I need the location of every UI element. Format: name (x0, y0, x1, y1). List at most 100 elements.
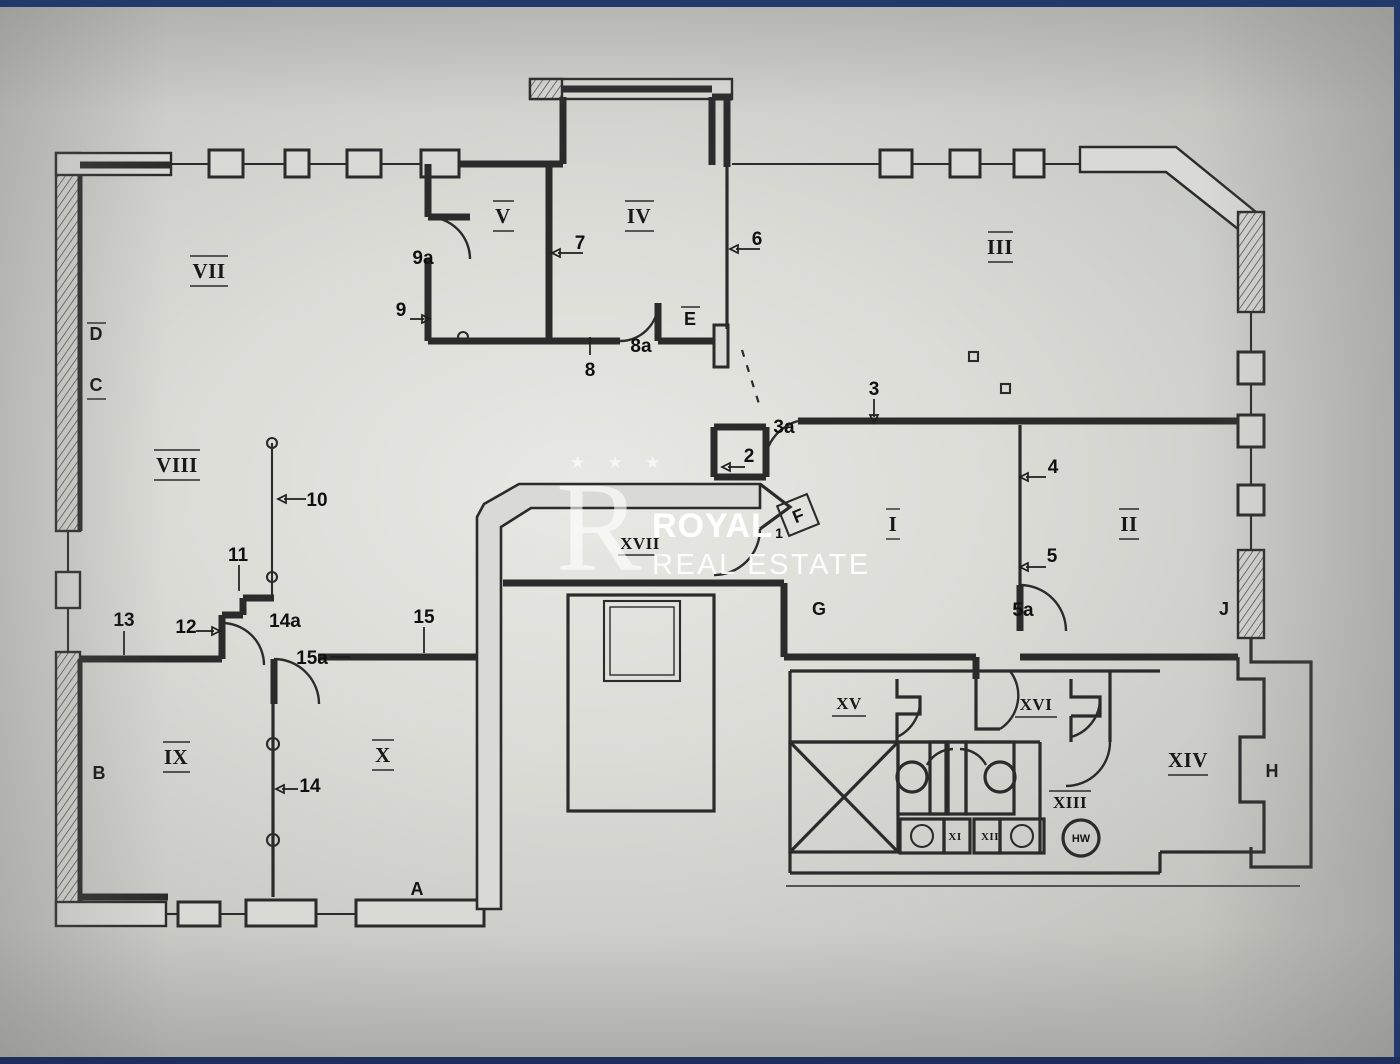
leader-9 (410, 313, 432, 325)
room-label-I: I (886, 508, 900, 540)
room-label-text: X (375, 743, 391, 767)
door-swing-3a (763, 419, 799, 478)
window-bottom-1 (176, 900, 222, 928)
callout-14a: 14a (269, 611, 301, 632)
boiler-circle (1061, 818, 1101, 858)
fixture-box-2 (998, 817, 1046, 855)
callout-E-text: E (684, 309, 696, 329)
leader-3 (868, 399, 880, 425)
exterior-wall-right-lower (1236, 548, 1266, 640)
wall-xvi-door-frame (1069, 679, 1102, 718)
left-block-walls (54, 148, 486, 928)
room-label-text: V (495, 204, 511, 228)
window-right-2 (1236, 413, 1266, 449)
window-top-7 (1012, 148, 1046, 179)
room-label-text: IX (164, 745, 188, 769)
room-label-II: II (1119, 508, 1139, 540)
callout-1: 1 (775, 525, 783, 541)
wall-angled-top-right (1078, 145, 1264, 249)
leader-7 (550, 247, 583, 259)
shaft-inner-2 (609, 606, 675, 676)
node-14-top (265, 736, 281, 752)
mark-square-1 (967, 350, 980, 363)
shaft-inner (602, 599, 682, 683)
exterior-wall-left-upper (54, 151, 82, 533)
room-label-III: III (987, 231, 1013, 263)
exterior-wall-right-upper (1236, 210, 1266, 314)
leader-4 (1018, 471, 1046, 483)
callout-15a: 15a (296, 648, 328, 669)
window-right-3 (1236, 483, 1266, 517)
door-swing-corridor (999, 670, 1020, 731)
callout-5a: 5a (1012, 600, 1034, 621)
room-label-text: III (987, 235, 1013, 259)
callout-9: 9 (396, 300, 407, 321)
room-label-text: XIII (1053, 793, 1087, 812)
callout-4: 4 (1048, 457, 1059, 478)
opening-F-box (775, 492, 821, 538)
wall-notch-arrow (759, 482, 793, 531)
shaft-outer (566, 593, 716, 813)
left-partitions (80, 436, 484, 901)
callout-11: 11 (228, 545, 249, 566)
callout-7: 7 (575, 233, 586, 254)
callout-10: 10 (306, 490, 327, 511)
window-top-5 (878, 148, 914, 179)
wc-bowl-left (895, 760, 929, 794)
door-swing-xv (896, 696, 922, 739)
room-label-XVII: XVII (618, 534, 662, 556)
door-swing-1 (713, 528, 762, 577)
wall-xv-door-frame (895, 679, 922, 742)
rooms-i-ii-walls (710, 417, 1313, 887)
wall-bottom-pier-1 (54, 900, 168, 928)
window-top-6 (948, 148, 982, 179)
room-label-text: IV (627, 204, 651, 228)
room-label-text: XVI (1020, 695, 1053, 714)
fixture-sink-2 (1009, 823, 1035, 849)
node-14-bottom (265, 832, 281, 848)
callout-12: 12 (175, 617, 196, 638)
room-label-XII: XII (981, 831, 999, 843)
top-centre-rooms (419, 77, 1080, 369)
callout-5: 5 (1047, 546, 1058, 567)
callout-C: C (87, 375, 106, 400)
callout-A: A (411, 879, 424, 899)
callout-13: 13 (113, 610, 134, 631)
mark-square-2 (999, 382, 1012, 395)
wall-xiv-right (1249, 638, 1313, 869)
room-label-VII: VII (190, 255, 228, 287)
room-label-VIII: VIII (154, 449, 200, 481)
wall-corridor-left (475, 482, 762, 911)
numeric-callout-layer: 1 2 3 3a 4 5 5a 6 7 8 8a 9 9a 10 11 12 1… (113, 229, 1058, 797)
node-10-top (265, 436, 279, 450)
room-label-IX: IX (163, 741, 190, 773)
callout-14: 14 (299, 776, 321, 797)
window-top-1 (207, 148, 245, 179)
window-right-1 (1236, 350, 1266, 386)
callout-D: D (87, 322, 106, 344)
room-label-V: V (493, 200, 514, 232)
leader-10 (276, 493, 306, 505)
callout-B: B (93, 763, 106, 783)
window-left-1 (54, 570, 82, 610)
room-label-XIII: XIII (1049, 790, 1091, 812)
callout-F: F (790, 505, 808, 528)
door-swing-xvi (1070, 696, 1102, 739)
floor-plan-drawing: VII V IV III VIII I II XVII IX X XV XVI … (54, 77, 1313, 928)
callout-8a: 8a (630, 336, 652, 357)
door-swing-wc-right (959, 747, 988, 766)
room-label-text: I (889, 512, 898, 536)
room-label-layer: VII V IV III VIII I II XVII IX X XV XVI … (154, 200, 1208, 843)
callout-E: E (681, 306, 700, 329)
letter-callout-layer: A B C D E F G H J HW (87, 306, 1279, 899)
room-label-text: XV (836, 694, 862, 713)
scan-paper-background (0, 7, 1394, 1057)
leader-5 (1018, 561, 1046, 573)
room-label-XVI: XVI (1015, 695, 1057, 718)
room-label-IV: IV (625, 200, 654, 232)
door-swing-9a (427, 215, 472, 260)
room-label-X: X (372, 739, 394, 771)
room-label-text: XVII (620, 534, 660, 553)
wall-xiv-inner (1160, 657, 1266, 854)
leader-14 (274, 783, 298, 795)
